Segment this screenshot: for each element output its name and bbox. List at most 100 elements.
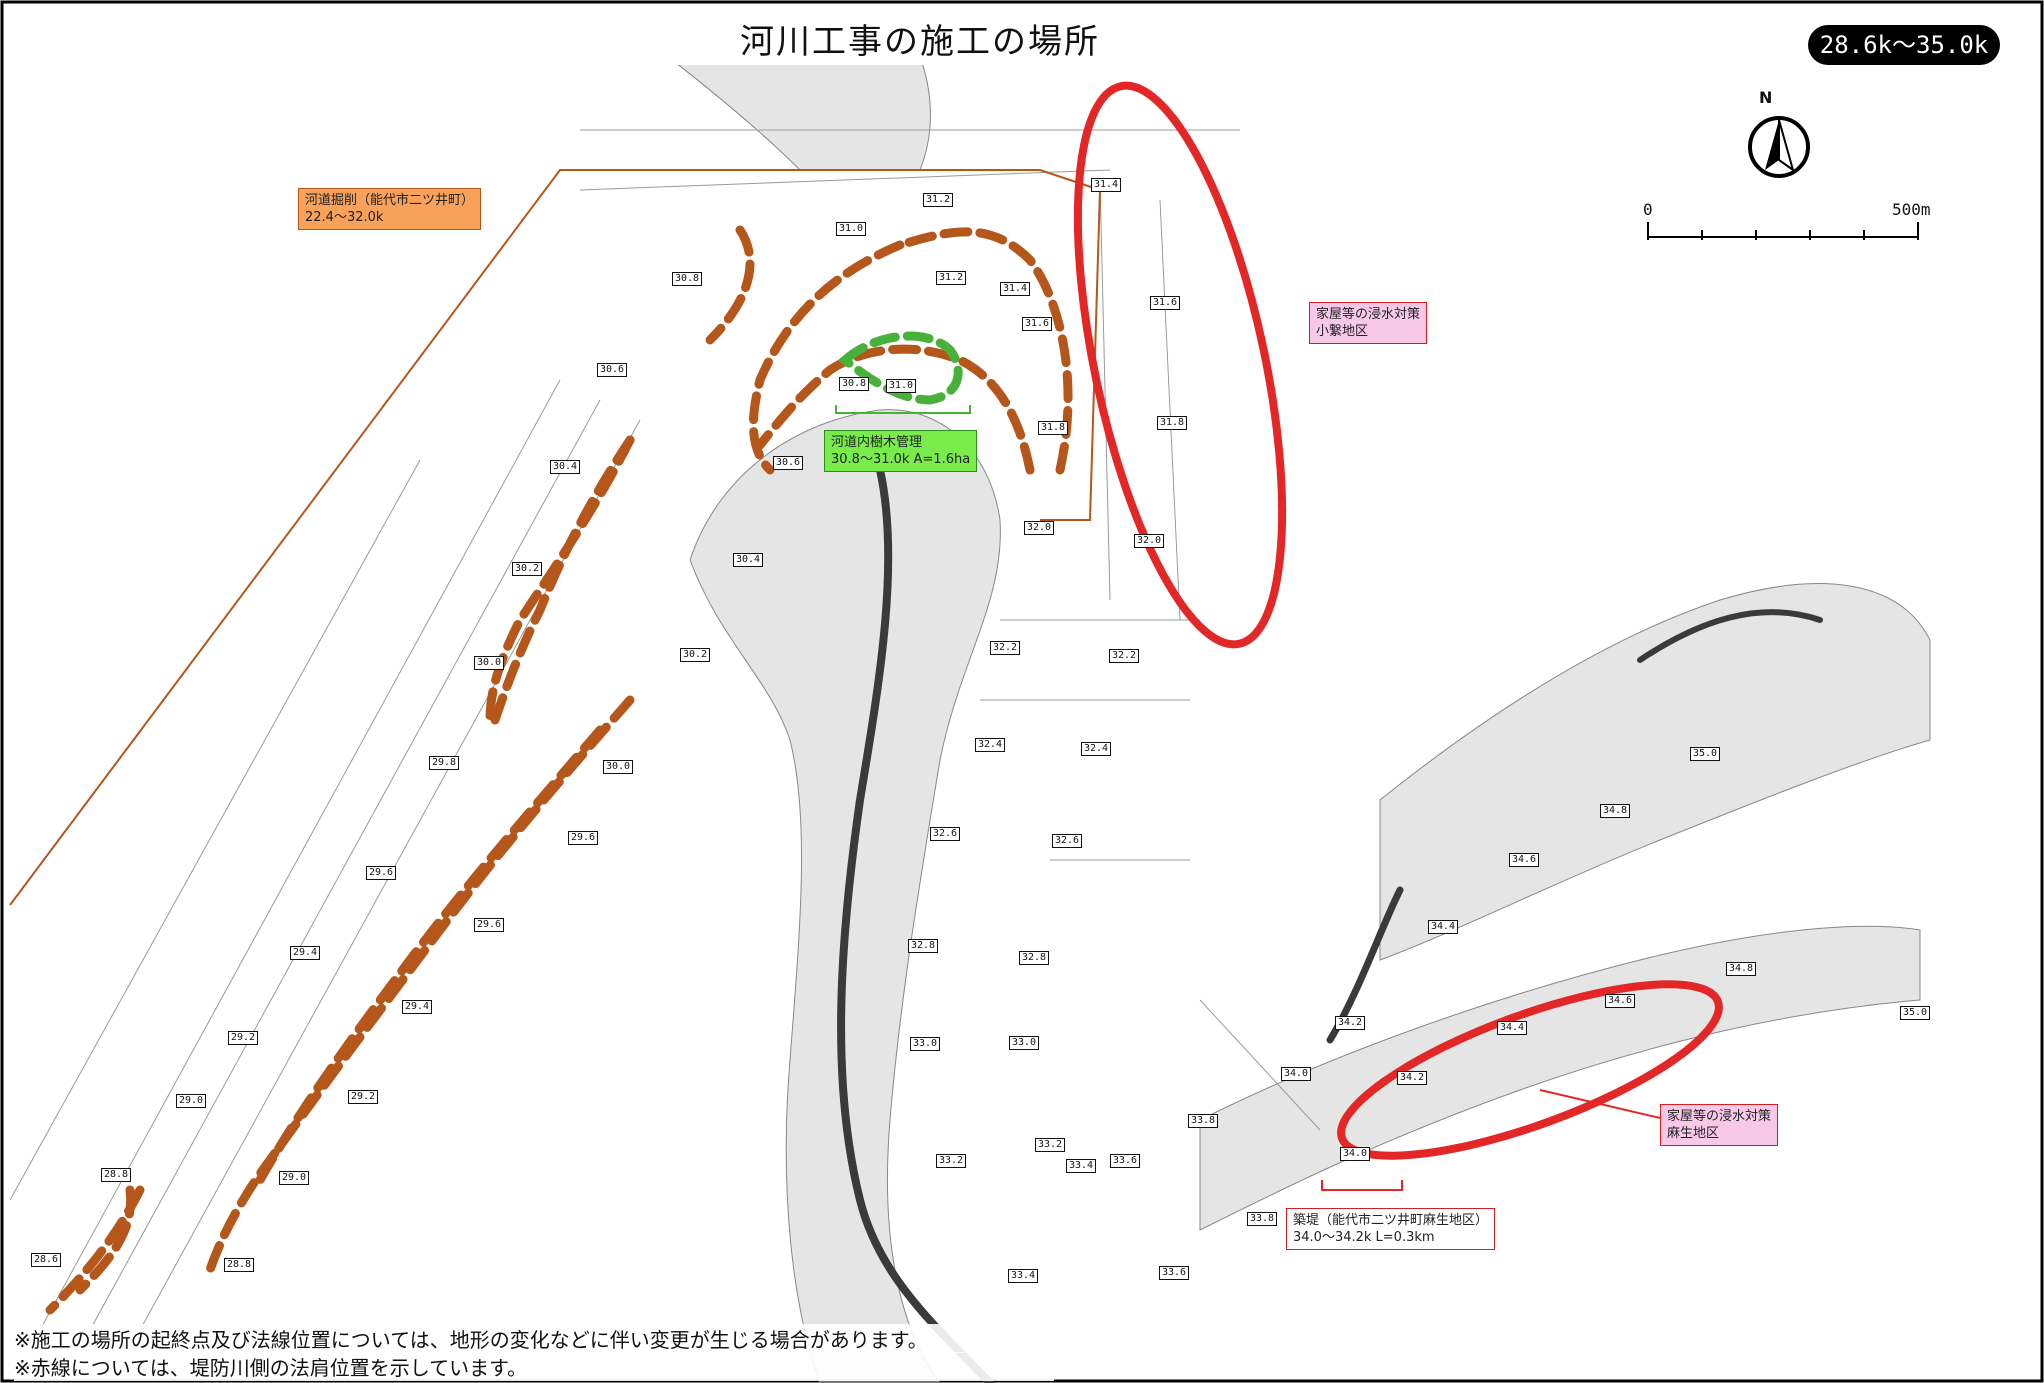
- flood-kogeji-callout: 家屋等の浸水対策 小繋地区: [1309, 302, 1428, 344]
- km-marker: 31.4: [1000, 282, 1031, 296]
- km-marker: 29.2: [228, 1031, 259, 1045]
- km-marker: 35.0: [1690, 747, 1721, 761]
- km-marker: 32.2: [1109, 649, 1140, 663]
- km-marker: 32.6: [930, 827, 961, 841]
- km-marker: 30.6: [597, 363, 628, 377]
- km-marker: 29.4: [402, 1000, 433, 1014]
- km-marker: 32.4: [975, 738, 1006, 752]
- km-marker: 34.6: [1509, 853, 1540, 867]
- km-marker: 31.0: [836, 222, 867, 236]
- footnote-2: ※赤線については、堤防川側の法肩位置を示しています。: [14, 1352, 1054, 1381]
- km-marker: 34.8: [1600, 804, 1631, 818]
- km-marker: 33.8: [1188, 1114, 1219, 1128]
- km-marker: 31.6: [1150, 296, 1181, 310]
- km-marker: 34.2: [1335, 1016, 1366, 1030]
- urban-grid: [9, 129, 1321, 1331]
- tree-mgmt-callout-range: 30.8～31.0k A=1.6ha: [831, 452, 971, 467]
- km-marker: 29.6: [366, 866, 397, 880]
- km-marker: 31.8: [1038, 421, 1069, 435]
- km-marker: 29.0: [279, 1171, 310, 1185]
- km-marker: 33.2: [1035, 1138, 1066, 1152]
- flood-kogeji-callout-area: 小繋地区: [1316, 324, 1369, 339]
- km-marker: 34.4: [1497, 1021, 1528, 1035]
- flood-zone-kogeji-outline: [1073, 81, 1287, 649]
- km-marker: 31.8: [1157, 416, 1188, 430]
- km-marker: 33.4: [1008, 1269, 1039, 1283]
- km-marker: 28.8: [224, 1258, 255, 1272]
- dredging-zones: [45, 225, 1073, 1315]
- footnote-1: ※施工の場所の起終点及び法線位置については、地形の変化などに伴い変更が生じる場合…: [14, 1324, 1054, 1353]
- km-marker: 30.0: [474, 656, 505, 670]
- km-marker: 29.2: [348, 1090, 379, 1104]
- tree-management-bracket: [835, 405, 971, 414]
- km-marker: 28.6: [31, 1253, 62, 1267]
- km-marker: 31.6: [1022, 317, 1053, 331]
- km-marker: 33.0: [910, 1037, 941, 1051]
- range-badge: 28.6k～35.0k: [1808, 25, 2000, 65]
- dredging-callout-title: 河道掘削（能代市二ツ井町）: [305, 193, 475, 208]
- dredging-callout: 河道掘削（能代市二ツ井町） 22.4～32.0k: [298, 188, 482, 230]
- km-marker: 31.4: [1091, 178, 1122, 192]
- km-marker: 29.6: [474, 918, 505, 932]
- km-marker: 31.2: [923, 193, 954, 207]
- km-marker: 32.0: [1024, 521, 1055, 535]
- km-marker: 30.6: [773, 456, 804, 470]
- km-marker: 30.2: [512, 562, 543, 576]
- km-marker: 32.8: [1019, 951, 1050, 965]
- flood-aso-callout-title: 家屋等の浸水対策: [1667, 1109, 1772, 1124]
- levee-bracket: [1321, 1180, 1403, 1191]
- km-marker: 33.6: [1110, 1154, 1141, 1168]
- km-marker: 32.4: [1081, 742, 1112, 756]
- km-marker: 32.8: [908, 939, 939, 953]
- km-marker: 35.0: [1900, 1006, 1931, 1020]
- km-marker: 33.6: [1159, 1266, 1190, 1280]
- km-marker: 34.0: [1340, 1147, 1371, 1161]
- km-marker: 33.0: [1009, 1036, 1040, 1050]
- north-arrow: [1748, 116, 1810, 178]
- levee-callout-range: 34.0～34.2k L=0.3km: [1293, 1230, 1435, 1245]
- north-label: N: [1759, 88, 1773, 107]
- km-marker: 34.2: [1397, 1071, 1428, 1085]
- dredging-extent-outline: [9, 169, 1102, 906]
- flood-aso-callout: 家屋等の浸水対策 麻生地区: [1660, 1104, 1779, 1146]
- levee-callout-title: 築堤（能代市二ツ井町麻生地区）: [1293, 1213, 1489, 1228]
- levee-callout: 築堤（能代市二ツ井町麻生地区） 34.0～34.2k L=0.3km: [1286, 1208, 1496, 1250]
- km-marker: 31.2: [936, 271, 967, 285]
- km-marker: 32.6: [1052, 834, 1083, 848]
- km-marker: 34.8: [1726, 962, 1757, 976]
- km-marker: 34.0: [1281, 1067, 1312, 1081]
- tree-mgmt-callout-title: 河道内樹木管理: [831, 435, 923, 450]
- terrain-layer: [618, 19, 1931, 1383]
- km-marker: 28.8: [101, 1168, 132, 1182]
- km-marker: 32.2: [990, 641, 1021, 655]
- km-marker: 30.8: [839, 377, 870, 391]
- page-title: 河川工事の施工の場所: [600, 12, 1240, 65]
- km-marker: 30.4: [733, 553, 764, 567]
- km-marker: 29.8: [429, 756, 460, 770]
- km-marker: 30.8: [672, 272, 703, 286]
- km-marker: 33.4: [1066, 1159, 1097, 1173]
- flood-kogeji-callout-title: 家屋等の浸水対策: [1316, 307, 1421, 322]
- km-marker: 29.0: [176, 1094, 207, 1108]
- km-marker: 33.2: [936, 1154, 967, 1168]
- km-marker: 34.6: [1605, 994, 1636, 1008]
- flood-zone-aso-outline: [1337, 980, 1723, 1160]
- flood-aso-callout-area: 麻生地区: [1667, 1126, 1720, 1141]
- km-marker: 29.6: [568, 831, 599, 845]
- flood-aso-leader: [1539, 1089, 1661, 1119]
- dredging-callout-range: 22.4～32.0k: [305, 210, 384, 225]
- scale-start-label: 0: [1643, 200, 1653, 219]
- tree-mgmt-callout: 河道内樹木管理 30.8～31.0k A=1.6ha: [824, 430, 978, 472]
- km-marker: 29.4: [290, 946, 321, 960]
- scale-bar: [1647, 222, 1919, 240]
- km-marker: 31.0: [886, 379, 917, 393]
- km-marker: 33.8: [1247, 1212, 1278, 1226]
- km-marker: 30.2: [680, 648, 711, 662]
- km-marker: 32.0: [1134, 534, 1165, 548]
- km-marker: 30.4: [550, 460, 581, 474]
- km-marker: 30.0: [603, 760, 634, 774]
- scale-end-label: 500m: [1892, 200, 1931, 219]
- km-marker: 34.4: [1428, 920, 1459, 934]
